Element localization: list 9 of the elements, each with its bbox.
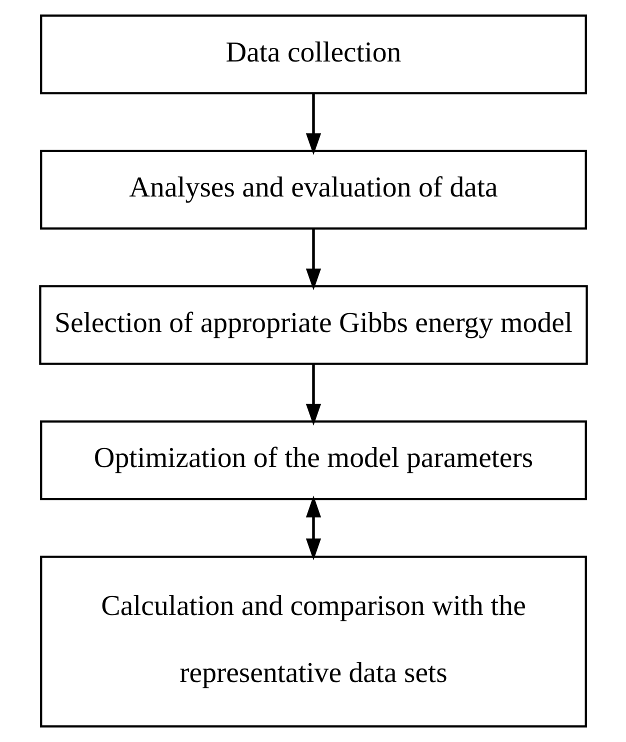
node-box: Data collection bbox=[40, 14, 586, 94]
arrow bbox=[305, 496, 321, 560]
arrow bbox=[305, 228, 321, 290]
arrow bbox=[305, 94, 321, 155]
node-box: Selection of appropriate Gibbs energy model bbox=[38, 285, 588, 365]
node-box: Optimization of the model parameters bbox=[40, 420, 586, 500]
arrow bbox=[305, 364, 321, 426]
node-box: Analyses and evaluation of data bbox=[40, 150, 586, 230]
node-box: Calculation and comparison with the representative data sets bbox=[40, 556, 586, 728]
